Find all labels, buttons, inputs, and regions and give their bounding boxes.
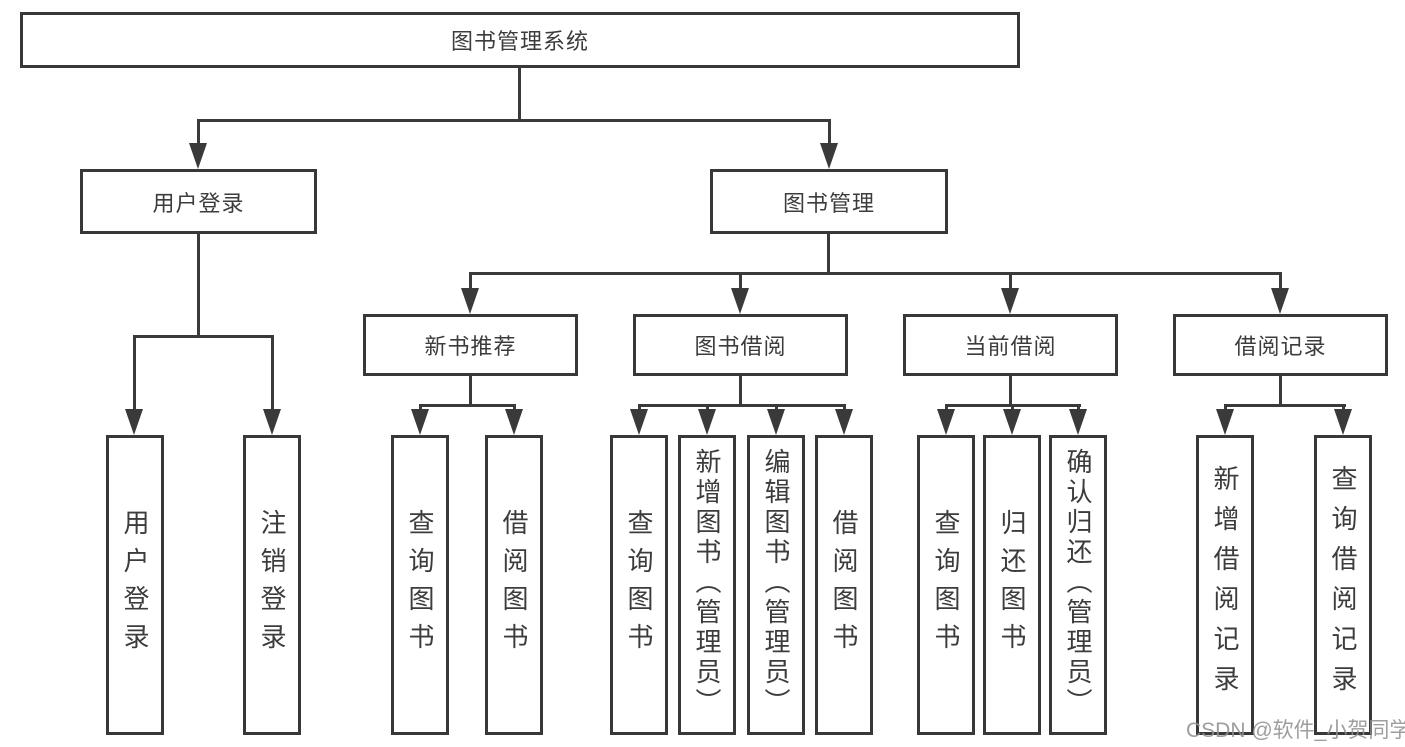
leaf-edit-books-admin: 编辑图书（管理员）: [747, 435, 805, 735]
connector-line: [775, 404, 778, 412]
connector-line: [133, 335, 274, 338]
leaf-borrow-books-2: 借阅图书: [815, 435, 873, 735]
node-label: 借阅记录: [1234, 334, 1327, 359]
node-label: 新书推荐: [424, 334, 517, 359]
leaf-label: 查询图书: [405, 509, 435, 661]
connector-line: [197, 119, 831, 122]
connector-line: [1009, 272, 1012, 290]
node-label: 当前借阅: [964, 334, 1057, 359]
arrow-down-icon: [698, 409, 716, 435]
connector-line: [828, 119, 831, 145]
arrow-down-icon: [125, 409, 143, 435]
leaf-label: 注销登录: [257, 509, 287, 661]
connector-line: [1279, 375, 1282, 406]
arrow-down-icon: [263, 409, 281, 435]
arrow-down-icon: [1271, 288, 1289, 314]
connector-line: [843, 404, 846, 412]
connector-line: [197, 233, 200, 335]
node-label: 用户登录: [152, 190, 245, 216]
leaf-label: 借阅图书: [499, 509, 529, 661]
leaf-label: 查询图书: [624, 509, 654, 661]
leaf-logout: 注销登录: [243, 435, 301, 735]
arrow-down-icon: [1334, 409, 1352, 435]
connector-line: [1279, 272, 1282, 290]
node-library-system: 图书管理系统: [20, 12, 1020, 68]
leaf-add-books-admin: 新增图书（管理员）: [678, 435, 736, 735]
connector-line: [513, 404, 516, 412]
connector-line: [638, 404, 641, 412]
arrow-down-icon: [461, 288, 479, 314]
connector-line: [638, 404, 846, 407]
leaf-query-books-1: 查询图书: [391, 435, 449, 735]
arrow-down-icon: [1216, 409, 1234, 435]
csdn-watermark: CSDN @软件_小贺同学: [1186, 719, 1405, 742]
arrow-down-icon: [820, 143, 838, 169]
connector-line: [197, 119, 200, 145]
leaf-query-books-2: 查询图书: [610, 435, 668, 735]
connector-line: [739, 272, 742, 290]
connector-line: [1224, 404, 1346, 407]
leaf-borrow-books-1: 借阅图书: [485, 435, 543, 735]
node-book-borrow: 图书借阅: [633, 314, 848, 376]
connector-line: [469, 375, 472, 406]
connector-line: [133, 335, 136, 411]
leaf-query-books-3: 查询图书: [917, 435, 975, 735]
arrow-down-icon: [1003, 409, 1021, 435]
arrow-down-icon: [835, 409, 853, 435]
leaf-label: 查询图书: [931, 509, 961, 661]
connector-line: [518, 68, 521, 120]
leaf-label: 编辑图书（管理员）: [761, 448, 791, 718]
leaf-label: 归还图书: [997, 509, 1027, 661]
connector-line: [419, 404, 516, 407]
leaf-query-borrow-record: 查询借阅记录: [1314, 435, 1372, 735]
node-label: 图书管理: [782, 190, 875, 216]
arrow-down-icon: [411, 409, 429, 435]
connector-line: [706, 404, 709, 412]
arrow-down-icon: [630, 409, 648, 435]
leaf-label: 查询借阅记录: [1328, 465, 1358, 705]
connector-line: [739, 375, 742, 406]
arrow-down-icon: [767, 409, 785, 435]
leaf-label: 确认归还（管理员）: [1063, 448, 1093, 718]
connector-line: [1224, 404, 1227, 412]
connector-line: [419, 404, 422, 412]
leaf-label: 新增借阅记录: [1210, 465, 1240, 705]
node-current-borrow: 当前借阅: [903, 314, 1118, 376]
connector-line: [827, 234, 830, 274]
arrow-down-icon: [505, 409, 523, 435]
node-borrow-records: 借阅记录: [1173, 314, 1388, 376]
node-label: 图书管理系统: [450, 29, 589, 54]
leaf-label: 新增图书（管理员）: [692, 448, 722, 718]
arrow-down-icon: [1001, 288, 1019, 314]
leaf-user-login: 用户登录: [106, 435, 164, 735]
connector-line: [945, 404, 948, 412]
leaf-add-borrow-record: 新增借阅记录: [1196, 435, 1254, 735]
connector-line: [271, 335, 274, 411]
node-book-management: 图书管理: [710, 169, 948, 234]
node-user-login: 用户登录: [80, 169, 317, 234]
leaf-label: 借阅图书: [829, 509, 859, 661]
connector-line: [1342, 404, 1345, 412]
connector-line: [469, 272, 472, 290]
connector-line: [1011, 404, 1014, 412]
leaf-confirm-return-admin: 确认归还（管理员）: [1049, 435, 1107, 735]
connector-line: [469, 272, 1282, 275]
connector-line: [1009, 375, 1012, 406]
arrow-down-icon: [937, 409, 955, 435]
leaf-label: 用户登录: [120, 509, 150, 661]
leaf-return-books: 归还图书: [983, 435, 1041, 735]
arrow-down-icon: [731, 288, 749, 314]
arrow-down-icon: [189, 143, 207, 169]
node-label: 图书借阅: [694, 334, 787, 359]
connector-line: [1077, 404, 1080, 412]
arrow-down-icon: [1069, 409, 1087, 435]
node-new-book-recommend: 新书推荐: [363, 314, 578, 376]
